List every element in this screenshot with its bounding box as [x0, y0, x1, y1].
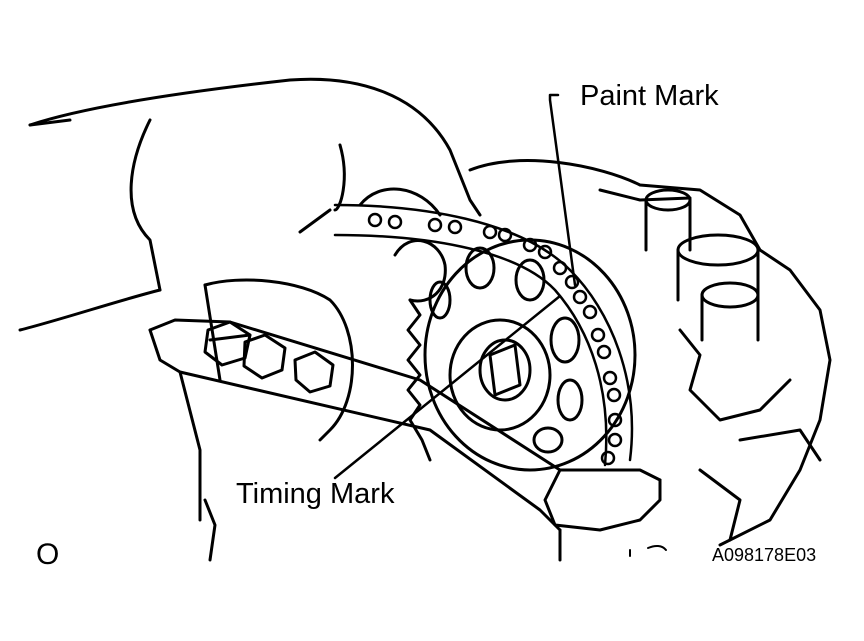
cylinder-head-flange — [148, 318, 662, 562]
paint-mark-leader — [548, 93, 577, 287]
cam-sprocket — [406, 238, 637, 472]
figure-code-label: A098178E03 — [712, 545, 817, 565]
timing-mark-label: Timing Mark — [236, 478, 395, 510]
callout-leaders — [333, 93, 577, 480]
timing-chain — [333, 203, 634, 467]
bolts — [203, 320, 335, 394]
hand-sleeve — [18, 77, 482, 332]
corner-letter-label: O — [36, 538, 60, 571]
paint-mark-label: Paint Mark — [580, 80, 719, 112]
stray-marks — [629, 544, 667, 557]
engine-block — [468, 159, 832, 547]
timing-mark-leader — [333, 294, 562, 480]
camshaft-boss — [203, 278, 354, 442]
